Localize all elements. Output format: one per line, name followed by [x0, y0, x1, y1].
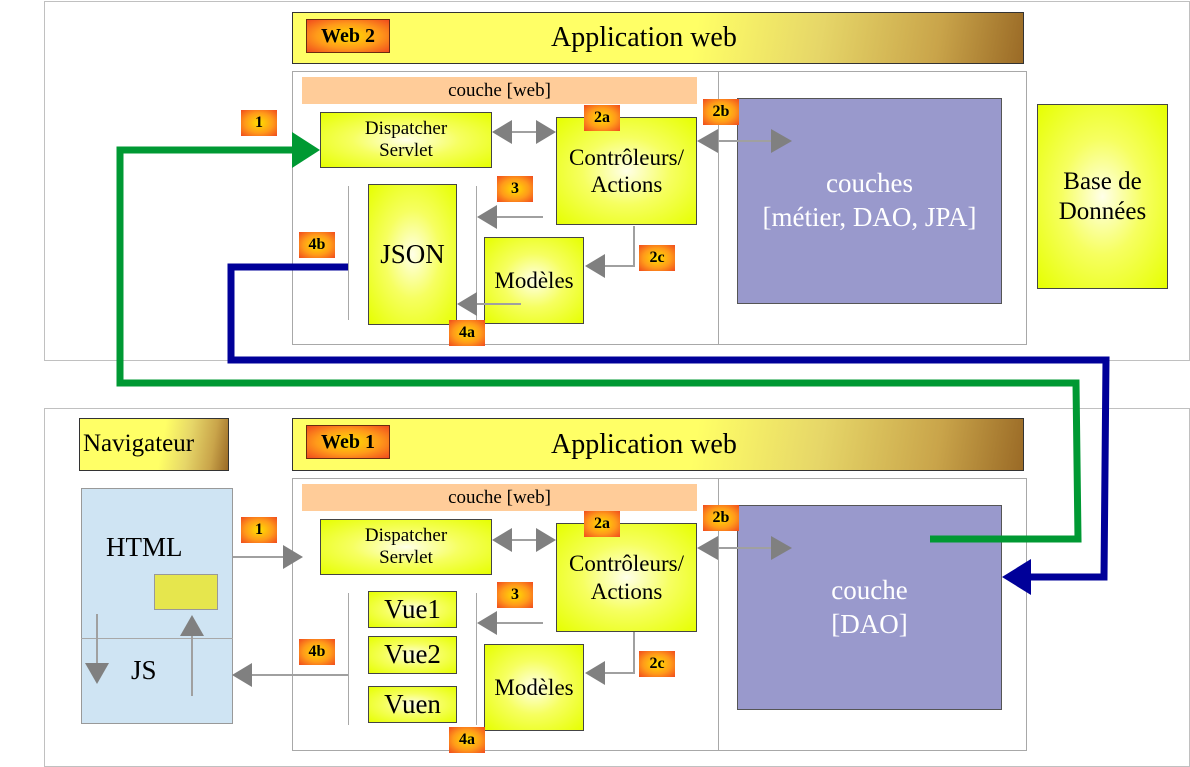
database-label-2: Données — [1058, 197, 1147, 225]
web2-view-divider-left — [348, 186, 349, 320]
web1-vue1-box[interactable]: Vue1 — [368, 591, 457, 628]
web2-view-divider-right — [476, 186, 477, 320]
web2-step-2b: 2b — [703, 99, 739, 125]
database-label-1: Base de — [1063, 168, 1142, 195]
browser-title-bar: Navigateur — [79, 418, 229, 471]
couches-label-2: [métier, DAO, JPA] — [762, 202, 977, 232]
web1-title-bar: Web 1 Application web — [292, 418, 1024, 471]
web1-layer-divider — [718, 478, 719, 751]
web1-step-4b: 4b — [299, 639, 335, 665]
web1-vue2-box[interactable]: Vue2 — [368, 636, 457, 674]
web1-step-2b: 2b — [703, 505, 739, 531]
web2-title-bar: Web 2 Application web — [292, 12, 1024, 64]
web2-title: Application web — [551, 22, 737, 53]
web2-modeles-box[interactable]: Modèles — [484, 237, 584, 324]
browser-js-label: JS — [131, 655, 157, 685]
web1-step-1: 1 — [241, 517, 277, 543]
controleurs-label-1: Contrôleurs/ — [569, 144, 684, 170]
web2-controleurs-actions[interactable]: Contrôleurs/Actions — [556, 117, 697, 225]
web1-view-divider-right — [476, 593, 477, 725]
web2-step-2c: 2c — [639, 245, 675, 271]
web2-couche-web: couche [web] — [302, 77, 697, 104]
web2-badge: Web 2 — [306, 19, 390, 53]
web1-modeles-box[interactable]: Modèles — [484, 644, 584, 731]
controleurs-label-2: Actions — [590, 172, 663, 197]
web1-step-2c: 2c — [639, 651, 675, 677]
dispatcher-label-2: Servlet — [379, 140, 433, 161]
web2-couches-metier-dao-jpa[interactable]: couches[métier, DAO, JPA] — [737, 98, 1002, 304]
web1-step-4a: 4a — [449, 727, 485, 753]
web2-step-1: 1 — [241, 110, 277, 136]
web2-step-4b: 4b — [299, 232, 335, 258]
web1-title: Application web — [551, 429, 737, 460]
controleurs-label-1: Contrôleurs/ — [569, 551, 684, 577]
dispatcher-label-1: Dispatcher — [364, 117, 448, 139]
web2-step-2a: 2a — [584, 105, 620, 131]
web1-badge: Web 1 — [306, 425, 390, 459]
dispatcher-label-2: Servlet — [379, 547, 433, 568]
web1-step-3: 3 — [497, 582, 533, 608]
web1-view-divider-left — [348, 593, 349, 725]
dispatcher-label-1: Dispatcher — [364, 524, 448, 546]
browser-title: Navigateur — [83, 430, 195, 457]
web2-step-4a: 4a — [449, 320, 485, 346]
couche-dao-label-2: [DAO] — [831, 608, 908, 639]
controleurs-label-2: Actions — [590, 578, 663, 604]
browser-dom-element[interactable] — [154, 574, 218, 610]
web2-json-box[interactable]: JSON — [368, 184, 457, 325]
web1-controleurs-actions[interactable]: Contrôleurs/Actions — [556, 523, 697, 632]
web1-vuen-box[interactable]: Vuen — [368, 686, 457, 723]
web1-couche-dao[interactable]: couche[DAO] — [737, 505, 1002, 710]
browser-html-label: HTML — [106, 532, 183, 562]
browser-html-js-divider — [81, 638, 233, 639]
couches-label-1: couches — [826, 168, 913, 199]
web1-step-2a: 2a — [584, 511, 620, 537]
couche-dao-label-1: couche — [831, 574, 908, 605]
web1-couche-web: couche [web] — [302, 484, 697, 511]
web2-step-3: 3 — [497, 176, 533, 202]
